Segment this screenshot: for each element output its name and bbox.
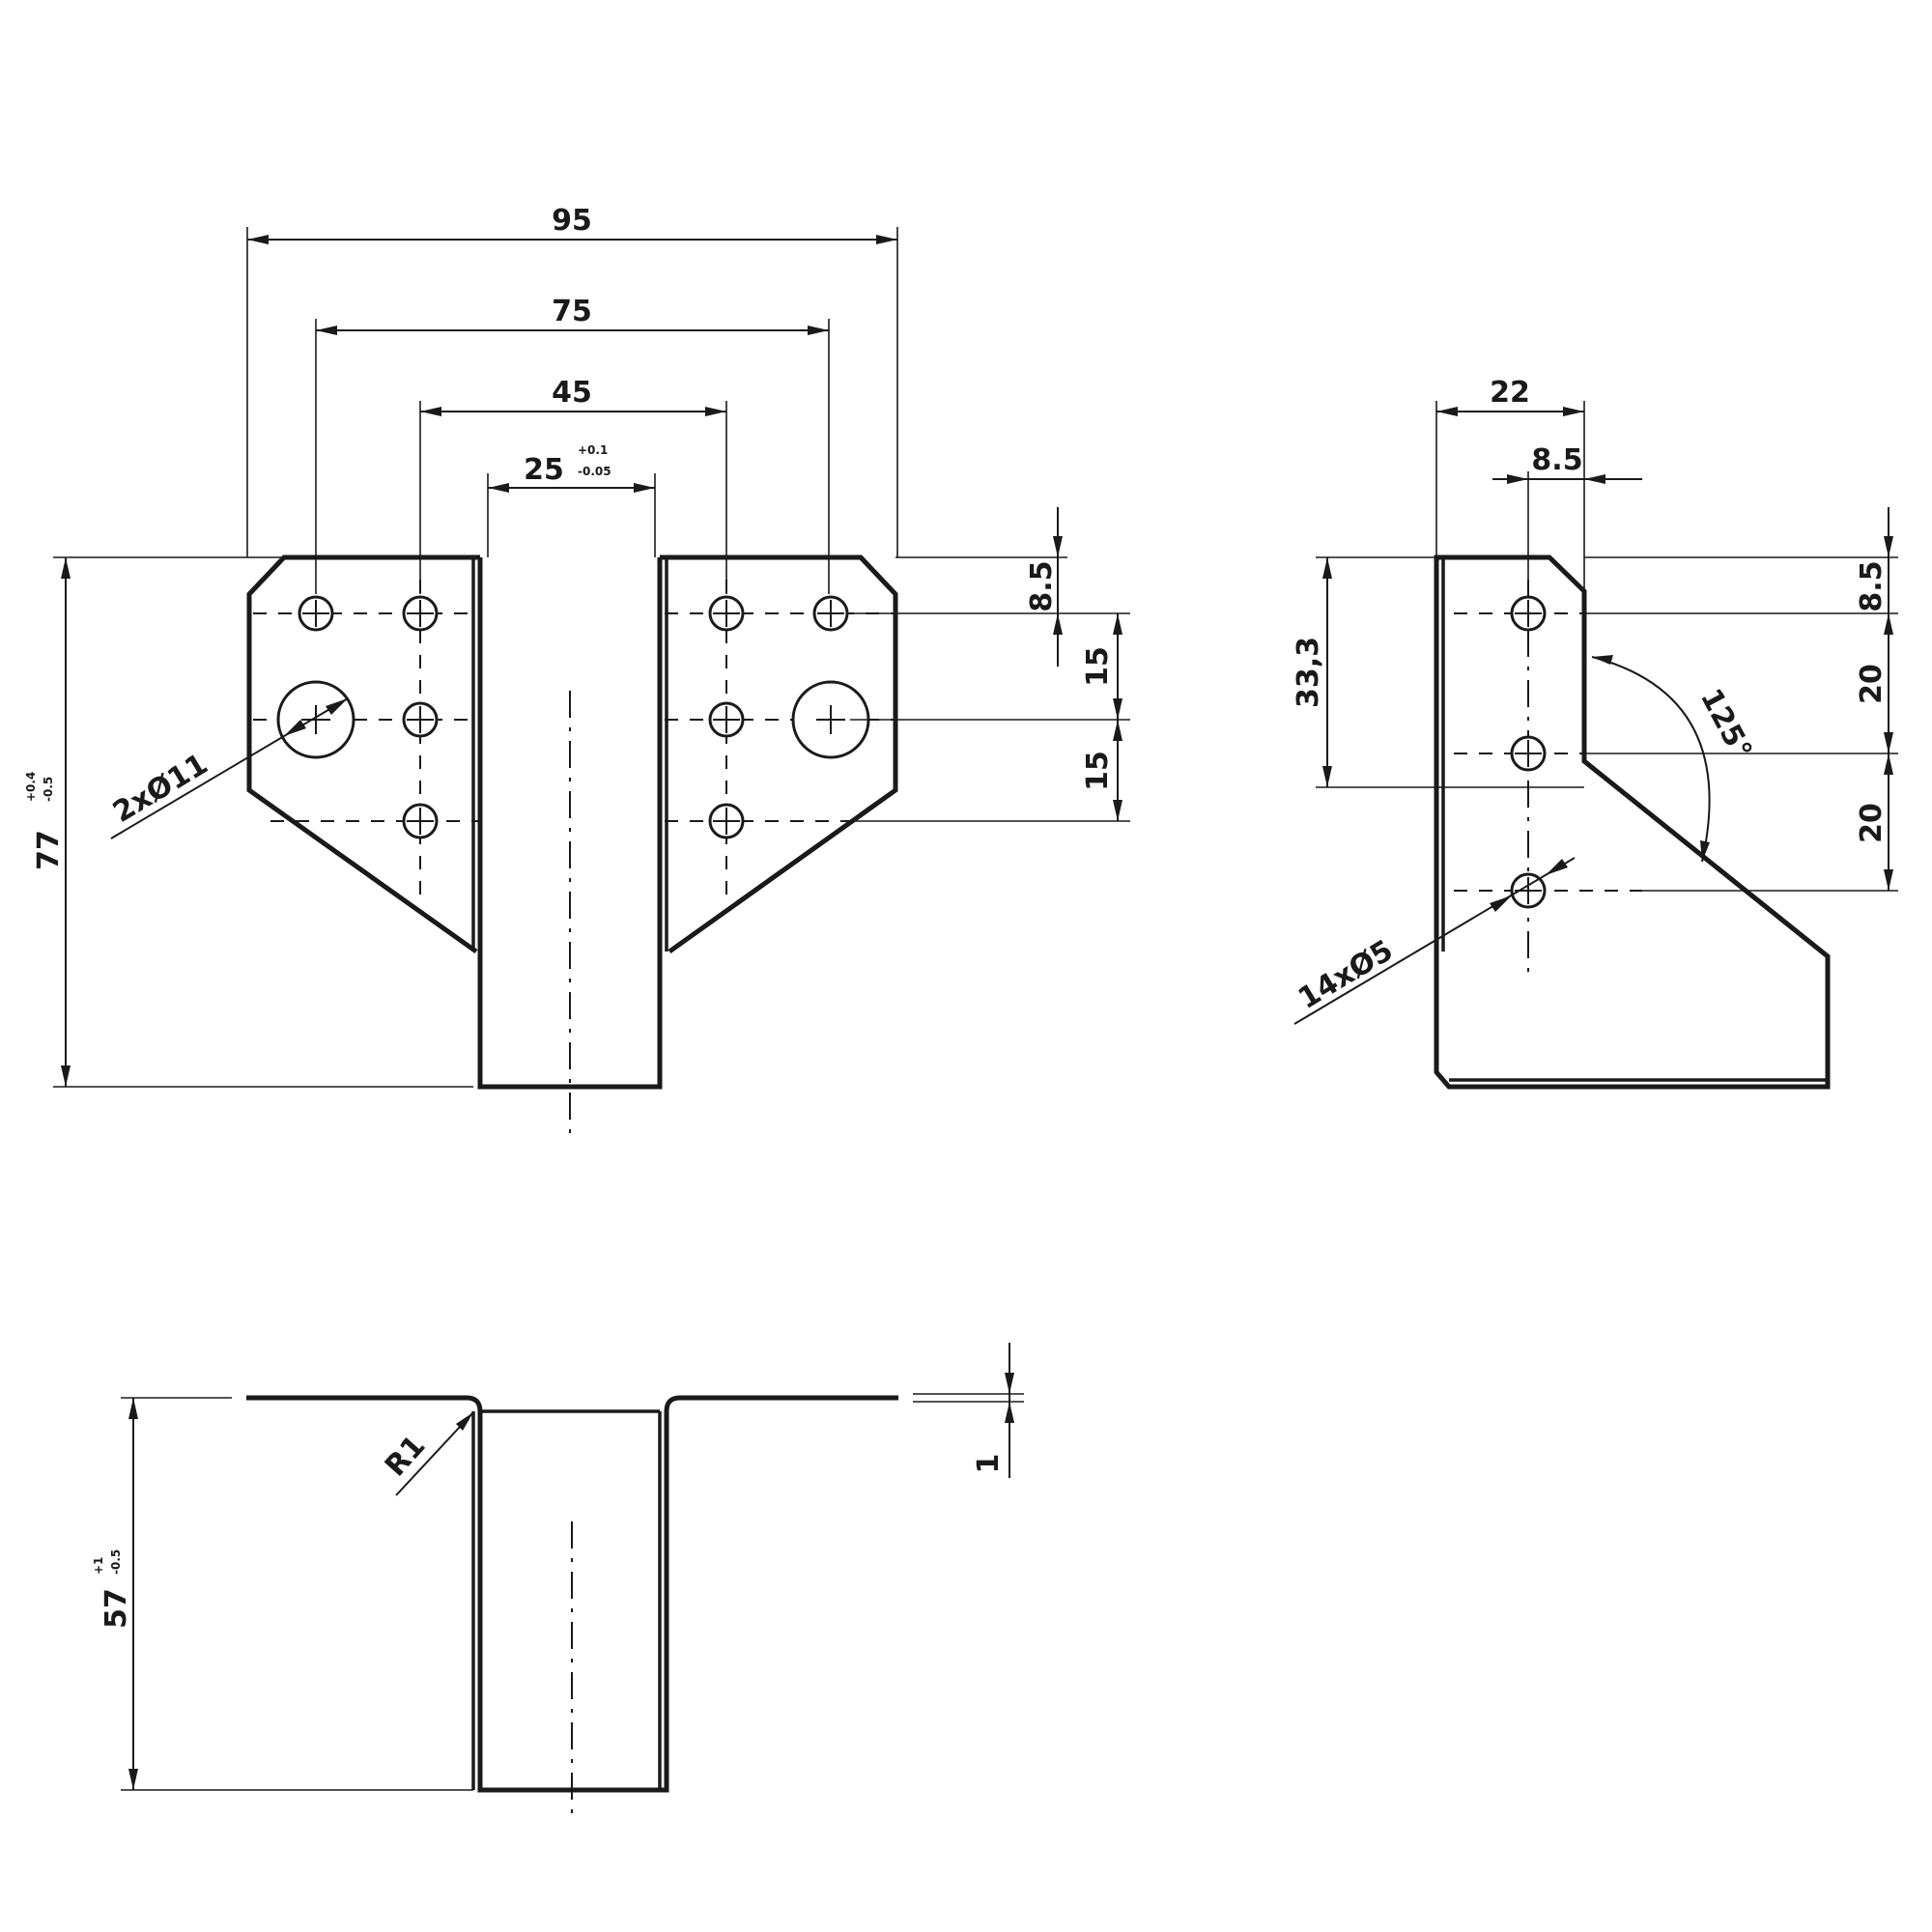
dim-side-pitch-1-label: 20: [1855, 664, 1889, 704]
front-small-hole: [402, 803, 439, 839]
front-u-channel: [477, 557, 663, 1090]
dim-outer-holes-label: 75: [552, 295, 592, 328]
dim-bottom-tol-lower: -0.5: [109, 1549, 123, 1575]
front-small-hole: [402, 701, 439, 738]
dim-side-pitch: 8.5 20 20: [1584, 507, 1898, 892]
dim-thickness-label: 1: [972, 1454, 1006, 1474]
bottom-view: 57 +1 -0.5 R1 1: [92, 1343, 1024, 1816]
dim-top-offset: 8.5: [850, 507, 1130, 667]
callout-small-holes: 14xØ5: [1293, 857, 1576, 1025]
front-small-hole: [708, 803, 745, 839]
dim-bottom-tol-upper: +1: [92, 1557, 105, 1575]
dim-slot-width: 25 +0.1 -0.05: [488, 443, 655, 493]
front-small-hole: [402, 595, 439, 632]
dim-height-tol-lower: -0.5: [42, 777, 55, 802]
dim-flange-width-label: 22: [1490, 376, 1530, 410]
callout-small-holes-label: 14xØ5: [1293, 933, 1399, 1015]
dim-angle: 125°: [1591, 655, 1758, 863]
dim-row-pitch: 15 15: [850, 613, 1130, 822]
dim-side-pitch-2-label: 20: [1855, 803, 1889, 843]
dim-hole-offset: 8.5: [1492, 443, 1642, 580]
dim-bend-radius: R1: [379, 1411, 474, 1496]
front-small-hole: [708, 595, 745, 632]
front-left-flange: [246, 554, 480, 954]
dim-top-offset-label: 8.5: [1025, 560, 1059, 611]
front-small-hole: [298, 595, 334, 632]
front-right-flange: [660, 554, 898, 954]
dim-bottom-height: 57 +1 -0.5: [92, 1397, 473, 1791]
front-small-hole: [812, 595, 849, 632]
dim-row-pitch-1-label: 15: [1081, 646, 1115, 687]
front-large-hole: [276, 680, 355, 759]
dim-slot-width-label: 25: [524, 453, 564, 487]
dim-bottom-height-label: 57: [99, 1588, 133, 1629]
bottom-profile: [246, 1395, 898, 1793]
callout-large-hole: 2xØ11: [107, 697, 349, 839]
dim-inner-holes: 45: [420, 376, 726, 416]
side-view: 22 8.5 33,3: [1292, 376, 1898, 1090]
callout-large-hole-label: 2xØ11: [107, 747, 213, 829]
side-small-hole: [1510, 735, 1547, 772]
dim-outer-holes: 75: [316, 295, 829, 335]
dim-side-height: 33,3: [1292, 556, 1584, 788]
dim-side-top-offset-label: 8.5: [1855, 560, 1889, 611]
dim-thickness: 1: [913, 1343, 1024, 1478]
dim-total-height-label: 77: [32, 830, 66, 870]
dim-overall-width-label: 95: [552, 204, 592, 238]
dim-side-height-label: 33,3: [1292, 637, 1325, 708]
dim-overall-width: 95: [247, 204, 897, 244]
dim-total-height: 77 +0.4 -0.5: [24, 556, 473, 1088]
side-small-hole: [1510, 872, 1547, 909]
front-view: 95 75 45 25 +0.1 -0.05: [24, 204, 1130, 1140]
dim-hole-offset-label: 8.5: [1531, 443, 1582, 477]
front-small-hole: [708, 701, 745, 738]
dim-flange-width: 22: [1435, 376, 1585, 591]
side-small-hole: [1510, 595, 1547, 632]
dim-slot-tol-lower: -0.05: [578, 465, 611, 478]
dim-inner-holes-label: 45: [552, 376, 592, 410]
dim-row-pitch-2-label: 15: [1081, 751, 1115, 791]
dim-height-tol-upper: +0.4: [24, 772, 38, 802]
dim-bend-radius-label: R1: [379, 1429, 432, 1483]
side-outline: [1434, 554, 1831, 1090]
dim-slot-tol-upper: +0.1: [578, 443, 608, 457]
